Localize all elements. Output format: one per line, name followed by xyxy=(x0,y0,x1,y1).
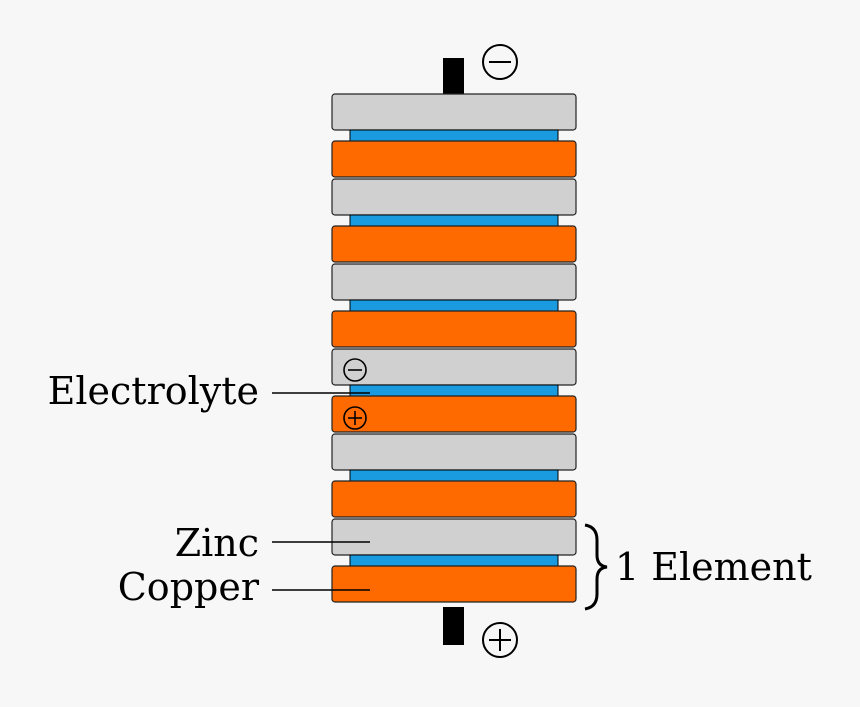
zinc-layer-12 xyxy=(331,433,577,471)
copper-label: Copper xyxy=(118,565,260,609)
copper-layer-11 xyxy=(331,395,577,433)
electrolyte-label: Electrolyte xyxy=(48,369,259,413)
copper-layer-2 xyxy=(331,140,577,178)
electrolyte-layer-7 xyxy=(349,299,559,312)
cell-plus-icon xyxy=(343,406,367,430)
bottom-plus-icon xyxy=(482,622,518,658)
zinc-layer-0 xyxy=(331,93,577,131)
copper-layer-5 xyxy=(331,225,577,263)
electrolyte-layer-13 xyxy=(349,469,559,482)
bottom-terminal xyxy=(443,607,464,645)
electrolyte-layer-1 xyxy=(349,129,559,142)
zinc-layer-6 xyxy=(331,263,577,301)
copper-layer-14 xyxy=(331,480,577,518)
cell-minus-icon xyxy=(343,358,367,382)
top-terminal xyxy=(443,58,464,96)
zinc-layer-9 xyxy=(331,348,577,386)
copper-layer-8 xyxy=(331,310,577,348)
copper-layer-17 xyxy=(331,565,577,603)
electrolyte-layer-10 xyxy=(349,384,559,397)
zinc-layer-3 xyxy=(331,178,577,216)
zinc-label: Zinc xyxy=(175,521,259,565)
electrolyte-layer-4 xyxy=(349,214,559,227)
top-minus-icon xyxy=(482,44,518,80)
curly-brace-icon xyxy=(584,523,608,611)
zinc-layer-15 xyxy=(331,518,577,556)
electrolyte-layer-16 xyxy=(349,554,559,567)
element-label: 1 Element xyxy=(615,545,812,589)
pile-stack xyxy=(331,93,577,603)
